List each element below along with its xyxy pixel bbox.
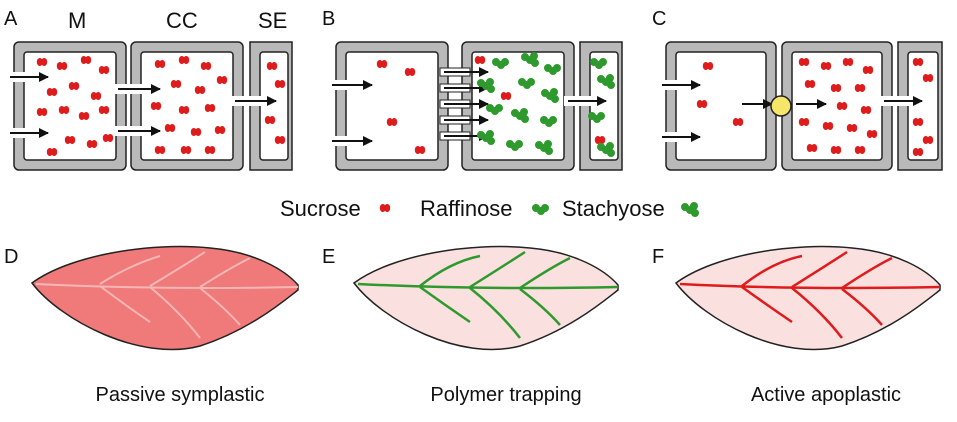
legend-raffinose: Raffinose: [420, 196, 513, 221]
legend-sucrose: Sucrose: [280, 196, 361, 221]
panel-label-c: C: [652, 8, 667, 30]
caption-passive-symplastic: Passive symplastic: [95, 384, 265, 406]
leaf-icon-polymer: [352, 245, 619, 351]
sucrose-icon: [379, 204, 391, 212]
caption-active-apoplastic: Active apoplastic: [750, 384, 902, 406]
panel-label-e: E: [322, 246, 336, 268]
cell-label-m: M: [68, 8, 87, 33]
leaf-icon-active: [674, 245, 941, 351]
raffinose-icon: [532, 204, 549, 215]
leaf-icon-passive: [30, 245, 299, 351]
cell-label-cc: CC: [166, 8, 198, 33]
transporter-icon: [770, 95, 792, 117]
caption-polymer-trapping: Polymer trapping: [430, 384, 582, 406]
panel-label-a: A: [4, 8, 18, 30]
panel-b-cells: [335, 41, 623, 171]
cell-label-se: SE: [258, 8, 288, 33]
panel-label-f: F: [652, 246, 665, 268]
panel-label-b: B: [322, 8, 336, 30]
panel-a-arrows: [10, 72, 277, 138]
stachyose-icon: [681, 202, 699, 217]
legend-stachyose: Stachyose: [562, 196, 665, 221]
panel-c-arrows: [662, 80, 923, 142]
panel-label-d: D: [4, 246, 19, 268]
